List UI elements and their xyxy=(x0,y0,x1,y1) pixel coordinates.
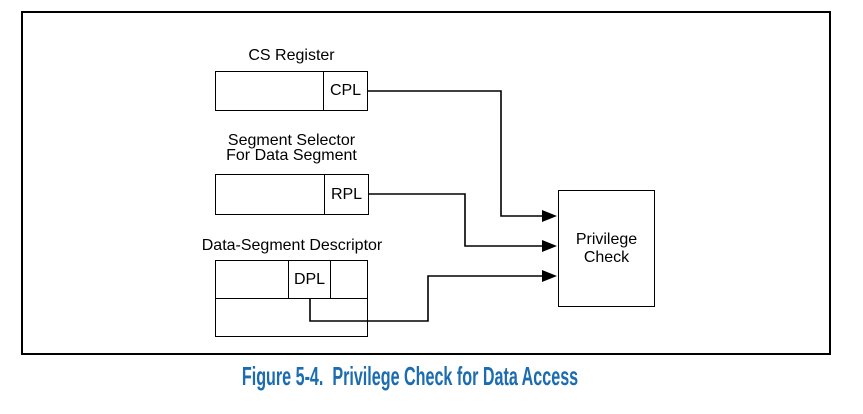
cs-register-label: CS Register xyxy=(248,47,335,64)
descriptor-row-top: DPL xyxy=(215,260,368,299)
privilege-check-label-line1: Privilege xyxy=(575,230,638,248)
figure-caption: Figure 5-4. Privilege Check for Data Acc… xyxy=(241,361,579,391)
descriptor-row-bottom xyxy=(215,299,368,337)
diagram-border xyxy=(21,11,831,355)
cs-register-box: CPL xyxy=(215,71,368,111)
data-segment-descriptor-label: Data-Segment Descriptor xyxy=(201,237,383,254)
rpl-field: RPL xyxy=(324,175,368,214)
segment-selector-box: RPL xyxy=(215,174,369,215)
segment-selector-label-line1: Segment Selector xyxy=(227,132,356,149)
privilege-check-box: Privilege Check xyxy=(558,190,655,307)
cpl-field: CPL xyxy=(323,72,367,110)
segment-selector-label-line2: For Data Segment xyxy=(226,147,357,164)
dpl-field: DPL xyxy=(288,261,331,298)
segment-selector-label: Segment Selector For Data Segment xyxy=(215,132,368,164)
privilege-check-label-line2: Check xyxy=(583,248,630,266)
